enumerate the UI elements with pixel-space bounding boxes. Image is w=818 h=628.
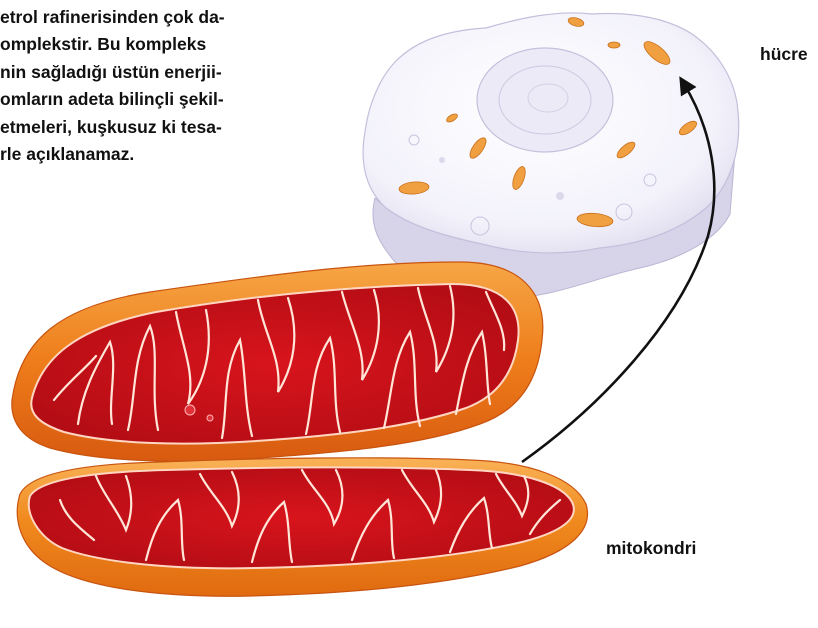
mitochondrion-bottom-half [17, 458, 587, 596]
mito-top-granule [185, 405, 195, 415]
cell-label: hücre [760, 44, 808, 65]
body-paragraph: etrol rafinerisinden çok da- omplekstir.… [0, 4, 300, 168]
paragraph-line: omplekstir. Bu kompleks [0, 31, 300, 58]
cell-nucleus [477, 48, 613, 152]
paragraph-line: etrol rafinerisinden çok da- [0, 4, 300, 31]
mitochondrion-label: mitokondri [606, 538, 696, 559]
mitochondrion-top-half [12, 262, 543, 461]
cell-mitochondrion [608, 42, 620, 48]
cell-vesicle [439, 157, 445, 163]
cell-vesicle [556, 192, 564, 200]
cell-illustration [363, 13, 739, 298]
paragraph-line: nin sağladığı üstün enerjii- [0, 59, 300, 86]
paragraph-line: etmeleri, kuşkusuz ki tesa- [0, 114, 300, 141]
mito-top-granule [207, 415, 213, 421]
paragraph-line: rle açıklanamaz. [0, 141, 300, 168]
paragraph-line: omların adeta bilinçli şekil- [0, 86, 300, 113]
